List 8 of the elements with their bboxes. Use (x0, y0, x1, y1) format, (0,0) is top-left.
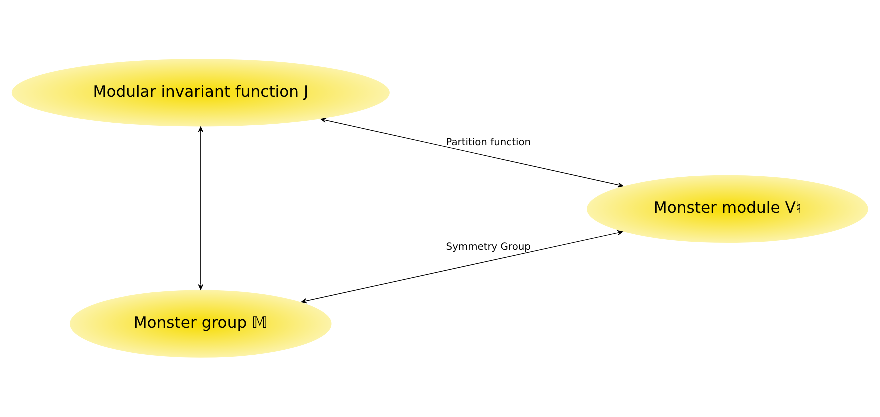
edge-label: Symmetry Group (446, 242, 531, 253)
arrow (301, 230, 624, 304)
node-ellipse: Modular invariant function J (11, 58, 391, 128)
arrow (198, 126, 204, 290)
node-ellipse: Monster module V♮ (586, 174, 870, 244)
arrow (320, 118, 624, 188)
node-ellipse: Monster group 𝕄 (69, 290, 332, 359)
edge-label: Partition function (446, 138, 532, 149)
